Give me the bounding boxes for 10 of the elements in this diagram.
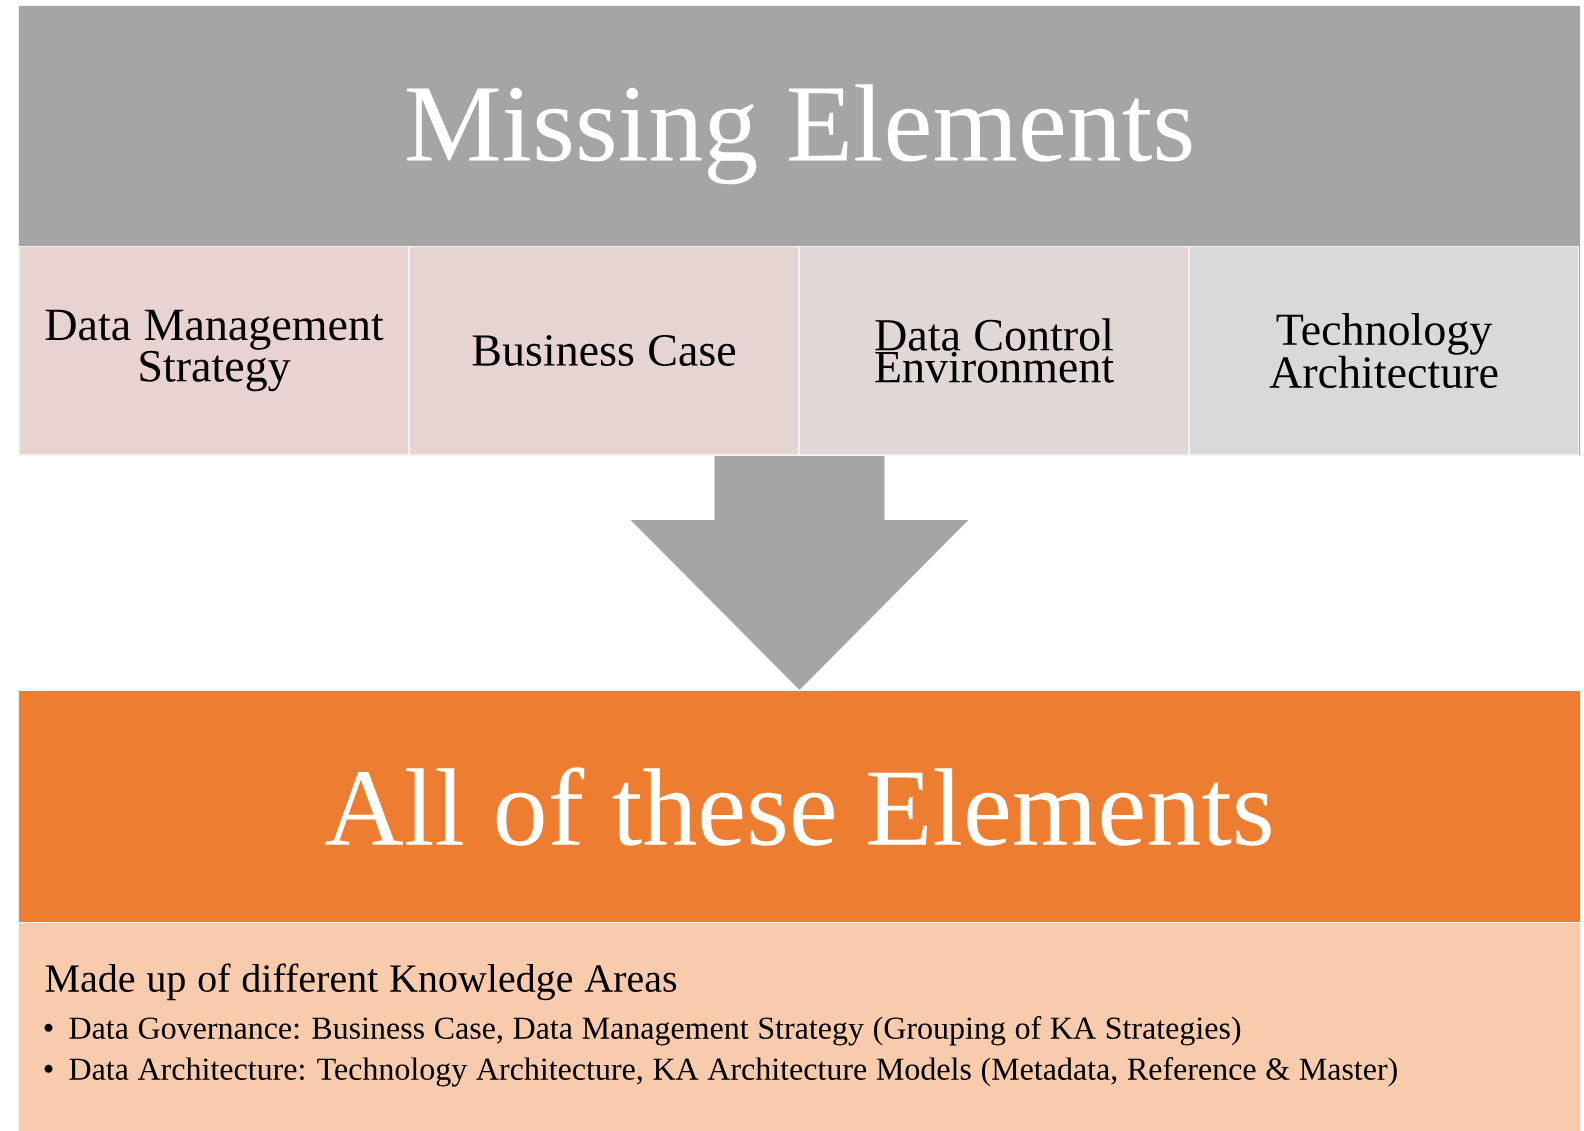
bullet-item: Data Architecture: Technology Architecture, KA Architecture Models (Metadata, Reference & Master) <box>44 1057 1397 1087</box>
element-cell: Technology Architecture <box>1189 246 1579 455</box>
result-band: All of these Elements <box>18 690 1581 923</box>
panel-heading: Made up of different Knowledge Areas <box>45 963 677 1001</box>
text-panel <box>18 922 1581 1131</box>
bullet-item: Data Governance: Business Case, Data Management Strategy (Grouping of KA Strategies) <box>44 1016 1241 1046</box>
element-cell: Business Case <box>409 246 799 455</box>
block-arrow <box>630 456 969 690</box>
element-cell: Data Control Environment <box>799 246 1189 455</box>
element-cell: Data Management Strategy <box>19 246 409 455</box>
